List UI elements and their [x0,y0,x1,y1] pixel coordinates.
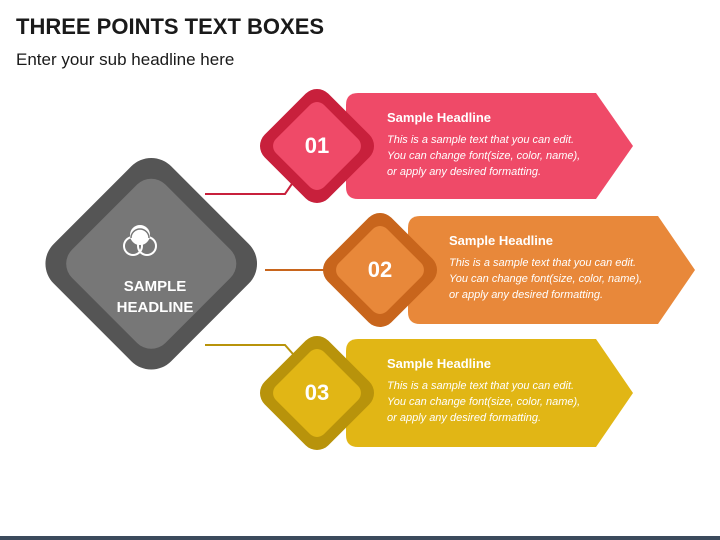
point-body-02-line2: You can change font(size, color, name), [449,273,643,285]
center-headline: SAMPLE HEADLINE [90,276,220,318]
point-body-02-line3: or apply any desired formatting. [449,289,604,301]
point-body-01-line1: This is a sample text that you can edit. [387,134,575,146]
point-text-03: Sample Headline This is a sample text th… [387,356,580,426]
venn-circles-icon [123,225,157,256]
point-headline-03: Sample Headline [387,356,492,371]
connector-01 [205,174,299,195]
point-body-03-line3: or apply any desired formatting. [387,412,542,424]
point-number-02: 02 [367,257,393,282]
point-number-03: 03 [304,380,330,405]
number-diamond-03 [259,335,375,451]
bottom-bar [0,536,720,540]
point-body-01-line2: You can change font(size, color, name), [387,150,581,162]
point-card-03 [346,339,633,447]
point-body-01-line3: or apply any desired formatting. [387,166,542,178]
point-body-03: This is a sample text that you can edit.… [387,378,580,426]
point-body-01: This is a sample text that you can edit.… [387,132,580,180]
number-diamond-02 [322,212,438,328]
point-card-02 [408,216,695,324]
point-text-02: Sample Headline This is a sample text th… [449,233,642,303]
point-body-02: This is a sample text that you can edit.… [449,255,642,303]
center-diamond [45,157,258,370]
number-diamond-01 [259,88,375,204]
point-card-01 [346,93,633,199]
point-body-02-line1: This is a sample text that you can edit. [449,257,637,269]
point-body-03-line2: You can change font(size, color, name), [387,396,581,408]
center-headline-line2: HEADLINE [116,299,194,316]
point-body-03-line1: This is a sample text that you can edit. [387,380,575,392]
connector-03 [205,344,301,363]
page-subtitle: Enter your sub headline here [16,50,235,69]
point-number-01: 01 [304,133,330,158]
point-headline-02: Sample Headline [449,233,554,248]
point-headline-01: Sample Headline [387,110,492,125]
center-headline-line1: SAMPLE [123,278,187,295]
page-title: THREE POINTS TEXT BOXES [16,14,325,39]
point-text-01: Sample Headline This is a sample text th… [387,110,580,180]
